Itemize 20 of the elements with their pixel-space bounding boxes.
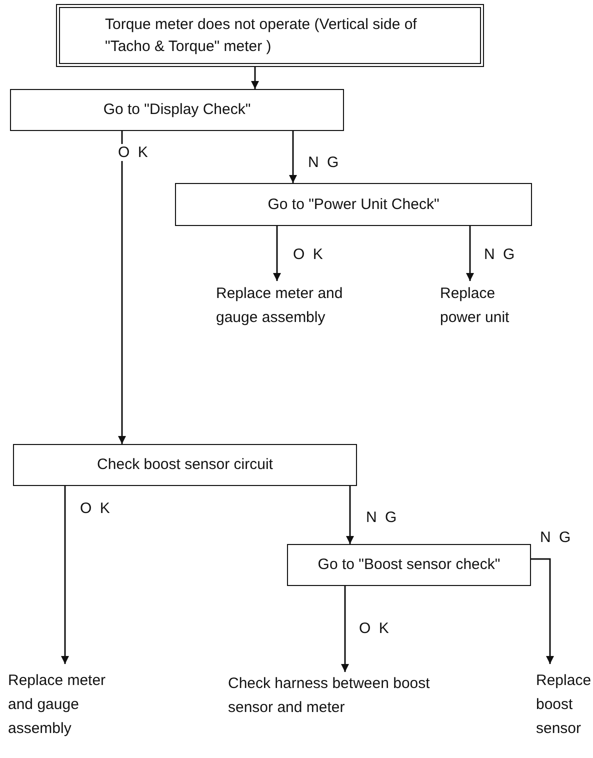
arrow [346, 486, 354, 544]
arrow [289, 131, 297, 183]
arrow [341, 586, 349, 672]
process-box: Go to "Boost sensor check" [287, 544, 531, 586]
process-box: Go to "Power Unit Check" [175, 183, 532, 226]
arrow [251, 67, 259, 89]
arrow [61, 486, 69, 664]
process-box: Torque meter does not operate (Vertical side of "Tacho & Torque" meter ) [56, 4, 484, 67]
result-text: Replace power unit [440, 284, 510, 328]
result-text: Replace meter and gauge assembly [8, 671, 107, 739]
process-box: Go to "Display Check" [10, 89, 344, 131]
result-text: Check harness between boost sensor and meter [228, 674, 431, 718]
result-text: Replace boost sensor [536, 671, 592, 739]
arrow [466, 226, 474, 281]
edge-label: O K [118, 144, 150, 161]
arrow [273, 226, 281, 281]
process-box: Check boost sensor circuit [13, 444, 357, 486]
arrow [531, 558, 554, 664]
result-text: Replace meter and gauge assembly [216, 284, 344, 328]
arrow [118, 131, 126, 444]
